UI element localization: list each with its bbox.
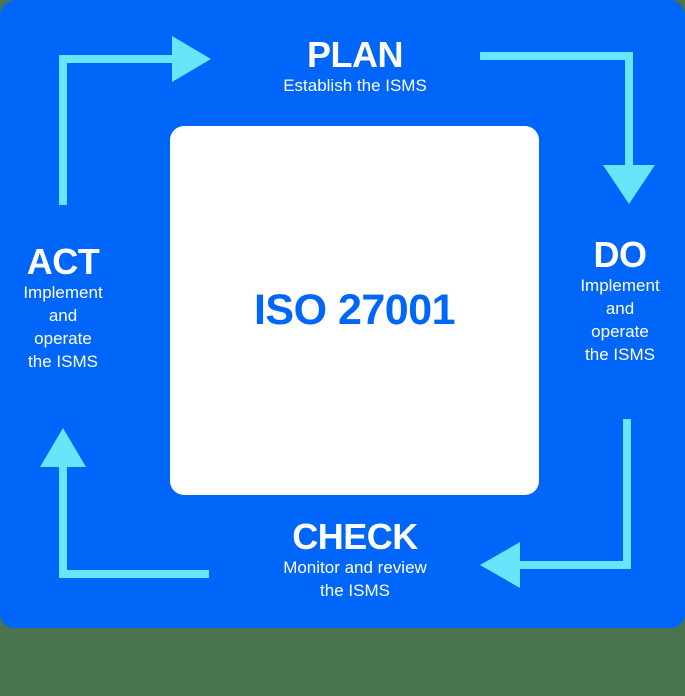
stage-title: DO bbox=[593, 234, 648, 275]
desc-line: the ISMS bbox=[320, 581, 390, 600]
stage-plan: PLAN Establish the ISMS bbox=[255, 36, 455, 97]
stage-title: ACT bbox=[26, 241, 100, 282]
arrow-up-icon bbox=[40, 428, 209, 578]
center-label: ISO 27001 bbox=[253, 286, 456, 334]
arrow-right-icon bbox=[59, 36, 211, 205]
desc-line: operate bbox=[591, 322, 649, 341]
stage-check: CHECK Monitor and review the ISMS bbox=[245, 518, 465, 602]
stage-description: Implement and operate the ISMS bbox=[0, 281, 126, 373]
desc-line: Implement bbox=[580, 276, 660, 295]
arrow-down-icon bbox=[480, 52, 655, 204]
stage-title: PLAN bbox=[307, 34, 404, 75]
stage-act: ACT Implement and operate the ISMS bbox=[0, 243, 126, 373]
stage-description: Monitor and review the ISMS bbox=[245, 556, 465, 602]
desc-line: Monitor and review bbox=[283, 558, 427, 577]
stage-description: Implement and operate the ISMS bbox=[556, 274, 684, 366]
center-card: ISO 27001 bbox=[170, 126, 539, 495]
desc-line: the ISMS bbox=[28, 352, 98, 371]
desc-line: operate bbox=[34, 329, 92, 348]
desc-line: and bbox=[48, 306, 78, 325]
desc-line: the ISMS bbox=[585, 345, 655, 364]
stage-title: CHECK bbox=[292, 516, 418, 557]
desc-line: and bbox=[605, 299, 635, 318]
arrow-left-icon bbox=[480, 419, 631, 588]
stage-do: DO Implement and operate the ISMS bbox=[556, 236, 684, 366]
stage-description: Establish the ISMS bbox=[283, 76, 427, 95]
desc-line: Implement bbox=[23, 283, 103, 302]
